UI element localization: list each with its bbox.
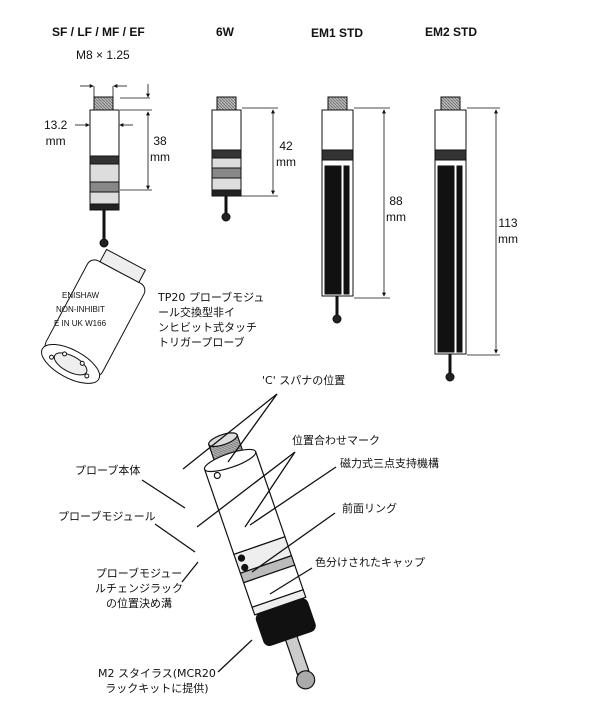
module-marking-origin: E IN UK W166: [54, 319, 107, 328]
model-title-6w: 6W: [216, 25, 234, 39]
callout-probe-body: プローブ本体: [75, 464, 141, 477]
probe-em2: [434, 96, 467, 382]
dim-lines-6w: [232, 107, 278, 197]
callout-c-spanner: 'C' スパナの位置: [262, 374, 346, 387]
length-label-em2: 113 mm: [498, 215, 518, 247]
caption-line: トリガープローブ: [158, 336, 245, 349]
caption-line: ール交換型非イ: [158, 306, 235, 319]
length-value: 88: [389, 194, 403, 208]
length-unit: mm: [498, 232, 518, 246]
large-probe-image: [203, 432, 316, 690]
callout-colored-cap: 色分けされたキャップ: [315, 556, 425, 569]
model-title-sf: SF / LF / MF / EF: [52, 25, 145, 39]
length-unit: mm: [386, 210, 406, 224]
module-marking-brand: ENISHAW: [62, 291, 100, 300]
length-unit: mm: [150, 150, 170, 164]
callout-kinematic: 磁力式三点支持機構: [340, 457, 439, 470]
length-label-em1: 88 mm: [386, 193, 406, 225]
probe-sf: [89, 96, 120, 248]
dim-lines-em2: [467, 107, 500, 356]
length-value: 113: [498, 216, 518, 230]
module-marking-type: NON-INHIBIT: [56, 305, 105, 314]
callout-line: M2 スタイラス(MCR20: [98, 667, 216, 680]
caption-line: TP20 プローブモジュ: [158, 291, 265, 304]
model-title-em2: EM2 STD: [425, 25, 478, 39]
callout-rack-groove: プローブモジュー ルチェンジラック の位置決め溝: [95, 566, 183, 611]
callout-line: プローブモジュー: [95, 567, 183, 580]
length-label-6w: 42 mm: [276, 138, 296, 170]
module-caption: TP20 プローブモジュ ール交換型非イ ンヒビット式タッチ トリガープローブ: [158, 290, 264, 350]
callout-line: の位置決め溝: [106, 597, 172, 610]
diameter-unit: mm: [45, 134, 66, 148]
diameter-label: 13.2 mm: [44, 117, 67, 149]
caption-line: ンヒビット式タッチ: [158, 321, 257, 334]
dim-lines-em1: [354, 107, 390, 299]
probe-em1: [321, 96, 354, 324]
diameter-value: 13.2: [44, 118, 68, 132]
length-label-sf: 38 mm: [150, 133, 170, 165]
length-value: 42: [279, 139, 293, 153]
model-title-em1: EM1 STD: [311, 26, 364, 40]
length-value: 38: [153, 134, 167, 148]
leader-lines: [141, 393, 337, 673]
callout-stylus: M2 スタイラス(MCR20 ラックキットに提供): [98, 666, 216, 696]
probe-6w: [211, 96, 242, 222]
thread-label: M8 × 1.25: [76, 48, 130, 62]
callout-probe-module: プローブモジュール: [58, 510, 156, 523]
dim-lines-sf: [75, 84, 152, 191]
callout-line: ラックキットに提供): [105, 682, 209, 695]
probe-module-image: [41, 248, 147, 384]
callout-alignment-mark: 位置合わせマーク: [292, 434, 380, 447]
callout-front-ring: 前面リング: [342, 502, 397, 515]
callout-line: ルチェンジラック: [95, 582, 183, 595]
length-unit: mm: [276, 155, 296, 169]
